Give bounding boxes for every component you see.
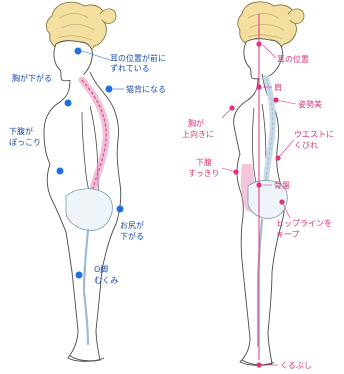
marker-lower-belly: [57, 168, 64, 175]
label-chest-down: 胸が下がる: [12, 73, 52, 83]
label-chest-up-2: 上向きに: [182, 129, 214, 139]
marker-ankle: [256, 362, 261, 367]
label-ear-forward-1: 耳の位置が前に: [110, 53, 166, 63]
label-waist-2: くびれ: [294, 141, 318, 150]
label-bowleg-2: むくみ: [94, 276, 118, 285]
marker-shoulder: [256, 84, 261, 89]
label-lower-belly-1: 下腹: [196, 157, 212, 167]
label-bowleg-1: O脚: [94, 264, 108, 274]
left-figure-bad-posture: 耳の位置が前に ずれている 胸が下がる 猫背になる 下腹が ぽっこり お尻が 下…: [9, 2, 166, 361]
label-lower-belly-2: すっきり: [188, 169, 220, 178]
marker-bowleg: [76, 272, 83, 279]
label-ear: 耳の位置: [277, 54, 309, 64]
left-pelvis: [66, 189, 112, 231]
marker-ear-forward: [75, 48, 82, 55]
marker-chest-down: [65, 100, 72, 107]
label-hipline-2: キープ: [276, 230, 300, 239]
right-figure-good-posture: 耳の位置 肩 姿勢美 胸が 上向きに ウエストに くびれ 下腹 すっきり 骨盤 …: [182, 2, 334, 370]
marker-lower-belly-good: [233, 169, 238, 174]
marker-hip-bone: [256, 182, 261, 187]
marker-hipline: [279, 199, 284, 204]
label-hipline-1: ヒップラインを: [276, 219, 332, 228]
label-waist-1: ウエストに: [294, 130, 334, 139]
marker-waist: [275, 155, 280, 160]
label-ankle: くるぶし: [280, 361, 312, 370]
marker-ear: [256, 41, 261, 46]
label-hip-down-1: お尻が: [120, 220, 144, 230]
label-lower-belly-2: ぽっこり: [9, 138, 41, 147]
label-round-back: 猫背になる: [126, 84, 166, 94]
marker-hip-down: [117, 206, 124, 213]
label-shoulder: 肩: [274, 82, 282, 92]
label-chest-up-1: 胸が: [188, 118, 204, 128]
label-hip-bone: 骨盤: [274, 180, 290, 190]
marker-round-back: [106, 86, 113, 93]
label-lower-belly-1: 下腹が: [9, 126, 33, 136]
label-hip-down-2: 下がる: [120, 231, 144, 241]
marker-posture: [273, 97, 278, 102]
label-ear-forward-2: ずれている: [110, 63, 150, 73]
marker-chest-up: [229, 105, 234, 110]
label-posture-good: 姿勢美: [298, 99, 322, 109]
